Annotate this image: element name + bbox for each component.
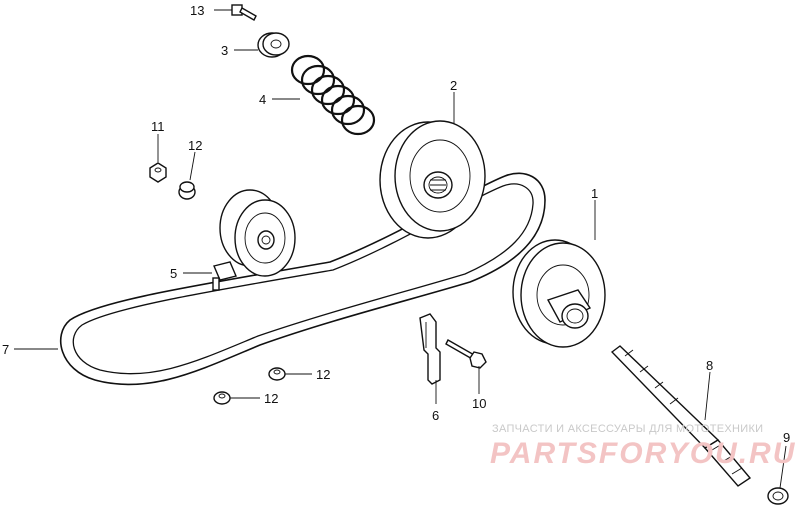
- callout-2: 2: [450, 78, 457, 93]
- watermark: ЗАПЧАСТИ И АКСЕССУАРЫ ДЛЯ МОТОТЕХНИКИ PA…: [490, 423, 796, 470]
- collar-lower-1: [268, 367, 286, 381]
- watermark-brand: PARTSFORYOU.RU: [490, 437, 796, 470]
- bracket: [419, 313, 441, 385]
- callout-4: 4: [259, 92, 266, 107]
- callout-12-upper: 12: [188, 138, 202, 153]
- callout-10: 10: [472, 396, 486, 411]
- driven-pulley: [512, 239, 606, 348]
- drive-pulley-face: [379, 120, 486, 239]
- washer-9: [767, 487, 789, 505]
- top-bolt: [231, 4, 257, 21]
- callout-8: 8: [706, 358, 713, 373]
- callout-5: 5: [170, 266, 177, 281]
- callout-6: 6: [432, 408, 439, 423]
- tensioner-pulley: [212, 189, 296, 291]
- drive-belt: [60, 172, 546, 386]
- nut-11: [149, 162, 167, 183]
- spring-seat: [257, 32, 290, 58]
- callout-13: 13: [190, 3, 204, 18]
- callout-labels: 13 3 4 2 11 12 5 1 7 6 10 12 12 8 9: [2, 3, 790, 445]
- bolt-10: [445, 339, 487, 369]
- callout-12-middle: 12: [316, 367, 330, 382]
- callout-7: 7: [2, 342, 9, 357]
- callout-11: 11: [151, 119, 165, 134]
- watermark-tagline: ЗАПЧАСТИ И АКСЕССУАРЫ ДЛЯ МОТОТЕХНИКИ: [492, 423, 763, 435]
- callout-3: 3: [221, 43, 228, 58]
- callout-1: 1: [591, 186, 598, 201]
- callout-9: 9: [783, 430, 790, 445]
- driven-shaft: [610, 345, 752, 487]
- leader-lines: [14, 9, 787, 489]
- callout-12-lower: 12: [264, 391, 278, 406]
- spring: [290, 54, 376, 136]
- collar-lower-2: [213, 391, 231, 405]
- collar-upper: [178, 181, 196, 200]
